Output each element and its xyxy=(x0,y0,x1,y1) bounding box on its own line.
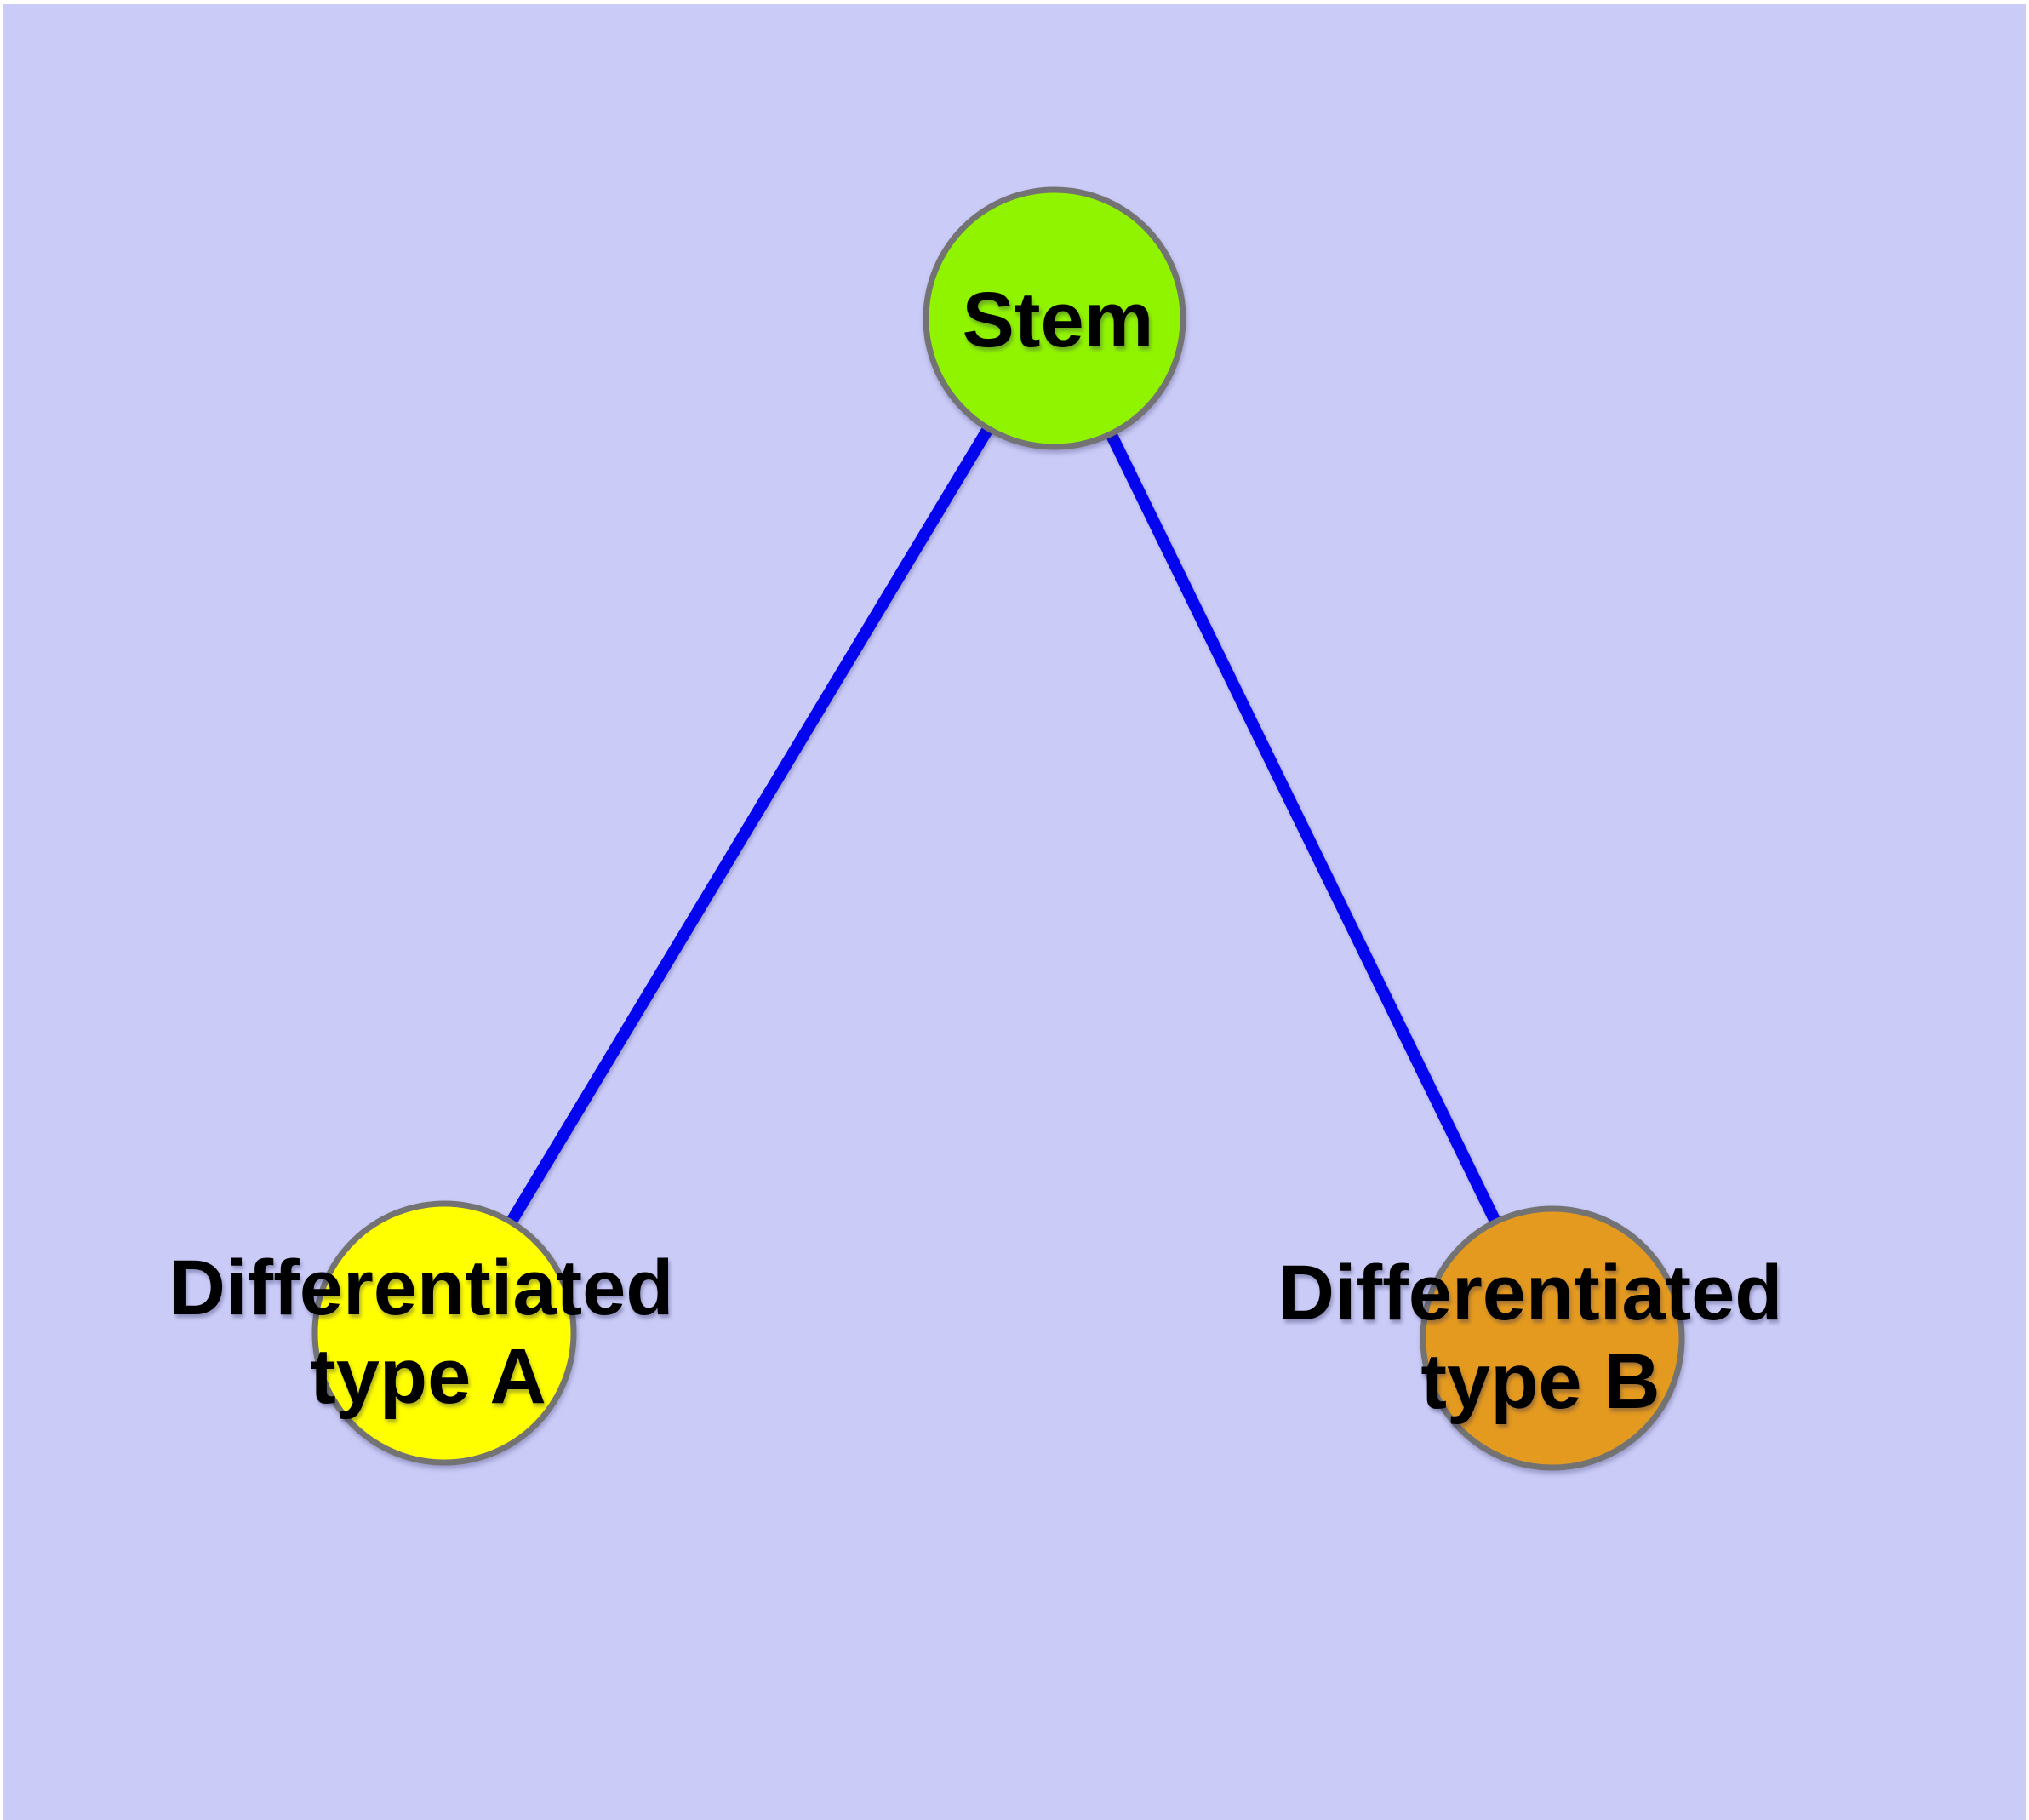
edge-stem-to-type-a xyxy=(439,315,1060,1336)
node-stem-label: Stem xyxy=(963,277,1154,363)
node-stem xyxy=(923,186,1186,450)
node-type-a-label-line1: Differentiated xyxy=(169,1245,674,1331)
node-type-b-label-line1: Differentiated xyxy=(1278,1250,1783,1336)
node-type-a-label-line2: type A xyxy=(310,1333,546,1420)
node-type-b-label-line2: type B xyxy=(1420,1338,1660,1425)
node-differentiated-type-a xyxy=(311,1200,577,1466)
node-differentiated-type-b xyxy=(1420,1205,1685,1471)
edge-stem-to-type-b xyxy=(1049,315,1558,1342)
